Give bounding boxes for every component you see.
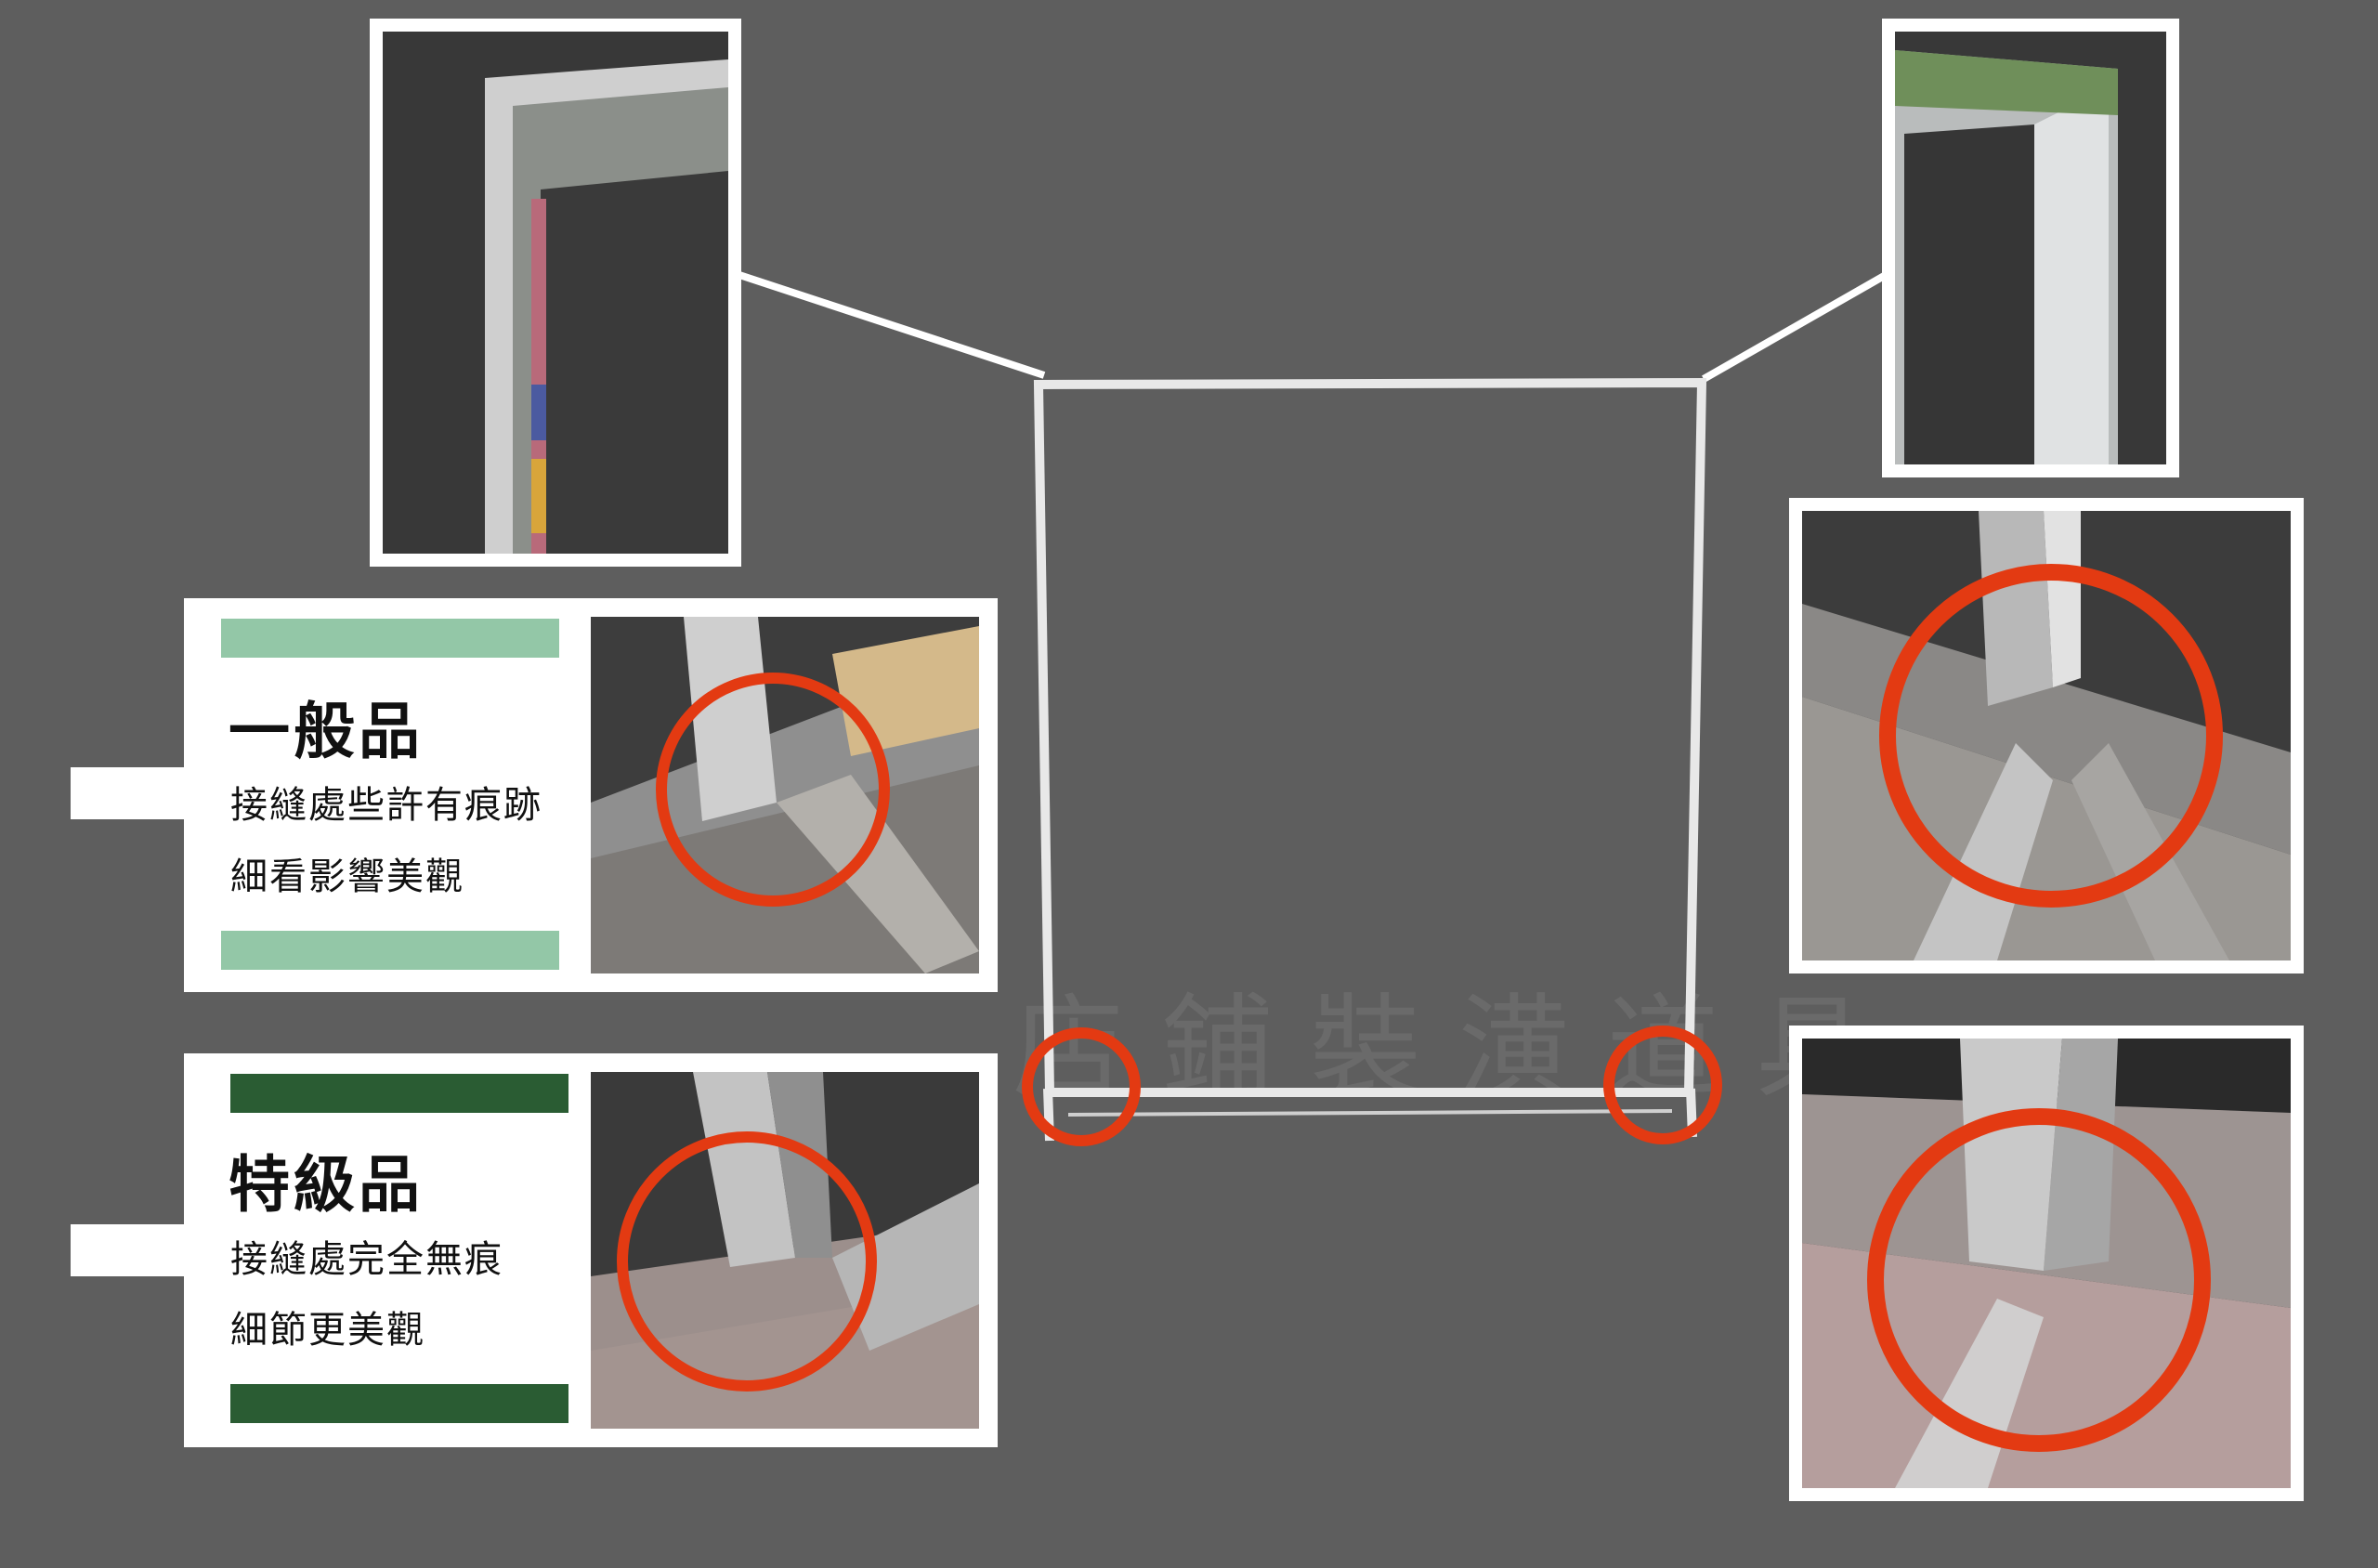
card-description-line-1: 接縫處些許有痕跡	[230, 784, 542, 827]
callout-line-top-right	[1702, 271, 1888, 383]
card-standard: 一般品 接縫處些許有痕跡 細看影響美觀	[184, 598, 998, 992]
rack-frame	[1033, 377, 1707, 1142]
card-description-line-1: 接縫處完全無痕	[230, 1238, 503, 1281]
detail-photo-middle-right	[1789, 498, 2304, 973]
accent-bar-bottom	[230, 1384, 568, 1423]
accent-bar-bottom	[221, 931, 559, 970]
card-title: 特級品	[229, 1148, 424, 1221]
frame-highlight-right-icon	[1603, 1026, 1722, 1144]
card-photo	[591, 1072, 979, 1429]
detail-photo-bottom-right	[1789, 1026, 2304, 1501]
detail-photo-top-right	[1882, 19, 2179, 477]
frame-highlight-left-icon	[1022, 1027, 1141, 1146]
card-description-line-2: 細看影響美觀	[230, 856, 464, 898]
red-circle-highlight-icon	[1879, 564, 2223, 908]
accent-bar-top	[221, 619, 559, 658]
red-circle-highlight-icon	[656, 673, 890, 907]
accent-bar-top	[230, 1074, 568, 1113]
callout-line-top-left	[738, 271, 1046, 379]
card-photo	[591, 617, 979, 973]
card-premium: 特級品 接縫處完全無痕 細節更美觀	[184, 1053, 998, 1447]
red-circle-highlight-icon	[1867, 1108, 2211, 1452]
detail-photo-top-left	[370, 19, 741, 567]
card-title: 一般品	[229, 695, 424, 767]
red-circle-highlight-icon	[617, 1131, 877, 1392]
card-description-line-2: 細節更美觀	[230, 1309, 425, 1352]
